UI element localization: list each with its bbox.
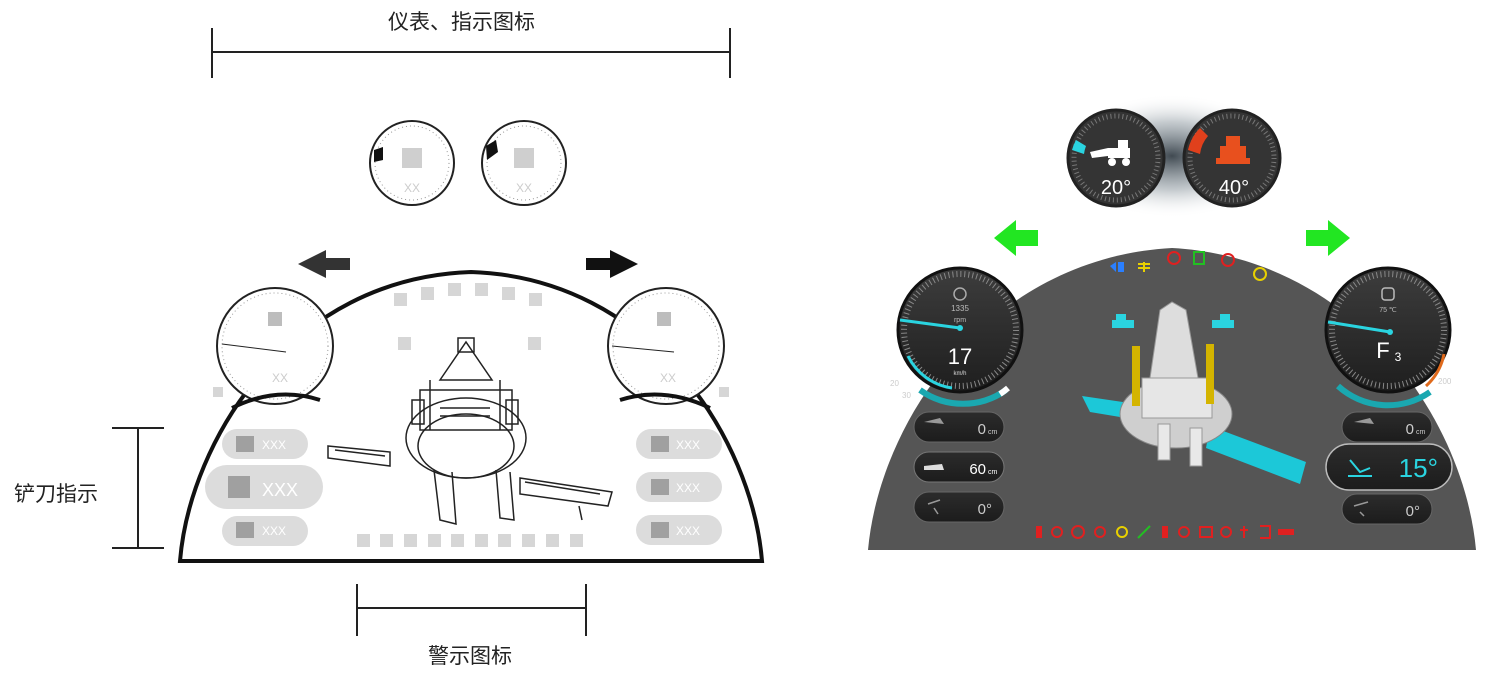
wire-indicator-squares xyxy=(213,283,729,397)
hydraulic-warning-icon xyxy=(1094,526,1106,538)
roll-angle: 40° xyxy=(1219,177,1249,199)
oil-pressure-warning-icon xyxy=(1051,526,1063,538)
left-dimension-bracket xyxy=(112,427,164,549)
right-scale-label: 200 xyxy=(1438,377,1452,386)
brake-warning-icon xyxy=(1071,525,1085,539)
pitch-gauge: 20° xyxy=(1066,108,1166,208)
speed-gauge: 1335 rpm 17 km/h xyxy=(896,266,1024,407)
brake-fluid-icon xyxy=(1221,253,1235,267)
blade-right-icon xyxy=(1354,418,1374,424)
roll-gauge: 40° xyxy=(1182,108,1282,208)
seatbelt-warning-icon xyxy=(1260,525,1271,539)
wire-gauge-text: XX xyxy=(404,181,420,195)
svg-text:cm: cm xyxy=(988,469,998,476)
indicator-icons xyxy=(1110,251,1267,281)
left-blade-panel: 0 cm 60 cm 0° xyxy=(913,411,1005,523)
wire-speed-gauge: XX xyxy=(216,287,334,410)
wire-gear-gauge: XX xyxy=(607,287,725,410)
wire-roll-gauge: XX xyxy=(481,120,567,206)
engine-check-icon xyxy=(1193,251,1205,265)
svg-text:0°: 0° xyxy=(978,501,992,518)
rpm-unit: rpm xyxy=(954,317,966,324)
wire-pitch-gauge: XX xyxy=(369,120,455,206)
svg-text:15°: 15° xyxy=(1399,453,1438,483)
dashboard: 20° 40° xyxy=(868,94,1476,550)
blade-depth-icon xyxy=(924,464,944,470)
svg-text:0: 0 xyxy=(978,421,986,438)
svg-text:XX: XX xyxy=(516,181,532,195)
svg-text:XX: XX xyxy=(272,371,288,385)
dozer-rear-icon xyxy=(1216,136,1250,164)
svg-text:0: 0 xyxy=(1406,421,1414,438)
wire-machine-sketch xyxy=(327,337,613,525)
left-scale-label-1: 20 xyxy=(890,379,899,388)
speedometer-icon xyxy=(953,287,967,301)
wire-right-arrow xyxy=(586,250,638,278)
wire-right-pills: XXX XXX XXX xyxy=(636,429,722,545)
svg-text:cm: cm xyxy=(988,429,998,436)
svg-text:XXX: XXX xyxy=(262,438,286,452)
gear-letter: F xyxy=(1376,338,1389,363)
wireframe-bottom-label: 警示图标 xyxy=(428,644,512,668)
parking-brake-icon xyxy=(1167,251,1181,265)
left-blade-depth-pill: 60 cm xyxy=(913,451,1005,483)
svg-text:XXX: XXX xyxy=(676,481,700,495)
svg-text:XXX: XXX xyxy=(676,524,700,538)
rpm-value: 1335 xyxy=(951,304,969,313)
speed-unit: km/h xyxy=(953,371,966,377)
preheat-indicator-icon xyxy=(1116,526,1128,538)
svg-text:XXX: XXX xyxy=(262,480,298,500)
left-blade-angle-pill: 0° xyxy=(913,491,1005,523)
exhaust-warning-icon xyxy=(1278,529,1294,535)
left-turn-arrow xyxy=(994,220,1038,256)
right-blade-angle-pill: 0° xyxy=(1341,493,1433,525)
coolant-temp: 75 ℃ xyxy=(1379,307,1397,314)
right-blade-height-pill: 0 cm xyxy=(1341,411,1433,443)
right-blade-tilt-pill: 15° xyxy=(1325,443,1453,491)
svg-text:XXX: XXX xyxy=(676,438,700,452)
wire-left-pills: XXX XXX XXX xyxy=(205,429,323,546)
svg-text:0°: 0° xyxy=(1406,503,1420,520)
gear-number: 3 xyxy=(1395,350,1402,364)
wireframe-diagram: XX XX XX XX xyxy=(112,28,765,636)
left-blade-indicator-icon xyxy=(1112,314,1134,328)
warning-icons xyxy=(1036,525,1294,539)
svg-text:60: 60 xyxy=(969,461,986,478)
battery-warning-icon xyxy=(1199,526,1213,538)
grader-machine-image xyxy=(1082,301,1306,484)
headlight-icon xyxy=(1110,262,1124,272)
blade-angle-icon xyxy=(927,499,941,515)
left-blade-height-pill: 0 cm xyxy=(913,411,1005,443)
service-icon xyxy=(1253,267,1267,281)
gear-gauge: 75 ℃ F 3 xyxy=(1324,266,1452,409)
blade-left-icon xyxy=(924,418,944,424)
svg-text:cm: cm xyxy=(1416,429,1426,436)
coolant-level-warning-icon xyxy=(1036,526,1042,538)
fuel-warning-icon xyxy=(1162,526,1168,538)
right-turn-arrow xyxy=(1306,220,1350,256)
work-light-icon xyxy=(1138,262,1150,272)
right-blade-indicator-icon xyxy=(1212,314,1234,328)
bottom-dimension-bracket xyxy=(356,584,587,636)
blade-tilt-icon xyxy=(1348,459,1372,477)
blade-rotation-icon xyxy=(1353,501,1369,517)
loader-icon xyxy=(1090,140,1130,166)
wire-warning-squares xyxy=(357,534,583,547)
svg-text:XXX: XXX xyxy=(262,524,286,538)
right-blade-panel: 0 cm 15° 0° xyxy=(1325,411,1453,525)
top-dimension-bracket xyxy=(211,28,731,78)
svg-text:XX: XX xyxy=(660,371,676,385)
wire-left-arrow xyxy=(298,250,350,278)
pitch-angle: 20° xyxy=(1101,177,1131,199)
air-filter-warning-icon xyxy=(1220,526,1232,538)
transmission-warning-icon xyxy=(1178,526,1190,538)
wireframe-left-label: 铲刀指示 xyxy=(14,482,98,506)
temperature-warning-icon xyxy=(1240,526,1248,538)
wrench-indicator-icon xyxy=(1137,525,1151,539)
left-scale-label-2: 30 xyxy=(902,391,911,400)
coolant-temp-icon xyxy=(1381,287,1395,301)
wireframe-top-label: 仪表、指示图标 xyxy=(388,10,535,34)
speed-value: 17 xyxy=(948,344,972,369)
